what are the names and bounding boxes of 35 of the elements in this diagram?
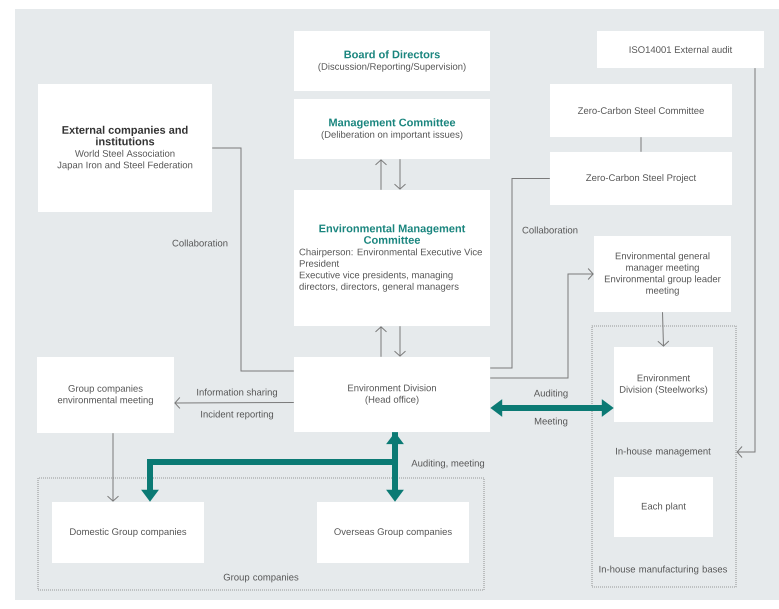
org-box: Domestic Group companies [52,502,204,563]
connector-line [640,136,642,152]
org-box: Each plant [614,476,713,537]
connector-arrow [490,268,594,378]
org-box: Environment Division (Head office) [294,357,490,432]
org-box: Zero-Carbon Steel Committee [550,84,732,137]
org-box: Environmental general manager meeting Environmental group leader meeting [594,236,731,312]
org-box: Overseas Group companies [317,502,469,563]
connector-arrow [375,159,387,190]
org-box: Board of Directors (Discussion/Reporting/Supervision) [294,30,490,91]
org-box: ISO14001 External audit [597,30,764,68]
group-label: Group companies [224,574,298,582]
group-label: In-house management [616,448,711,456]
org-box: Group companies environmental meeting [37,357,174,433]
connector-arrow [736,68,756,458]
connector-arrow [107,432,119,502]
connector-arrow [657,312,670,347]
connector-line [212,148,294,372]
arrow-caption: Meeting [533,416,569,428]
arrow-caption: Incident reporting [199,410,275,420]
edge-label: Auditing, meeting [410,458,486,470]
connector-line [490,178,550,368]
edge-label: Collaboration [521,226,579,234]
org-box: Management Committee (Deliberation on important issues) [294,98,490,159]
edge-label: Auditing [532,388,570,400]
connector-arrow [375,326,387,358]
group-label: In-house manufacturing bases [599,566,728,574]
connector-arrow [394,326,406,357]
connector-arrow [394,158,406,190]
connector-arrow [174,396,294,409]
org-box: Environmental Management Committee Chairperson: Environmental Executive Vice President Executive vice presidents, managing directors, directors, general managers [294,190,490,326]
edge-label: Information sharing [195,388,279,398]
org-box: Environment Division (Steelworks) [614,346,713,422]
org-box: External companies and institutions World Steel Association Japan Iron and Steel Federation [38,84,212,212]
org-box: Zero-Carbon Steel Project [550,152,732,205]
